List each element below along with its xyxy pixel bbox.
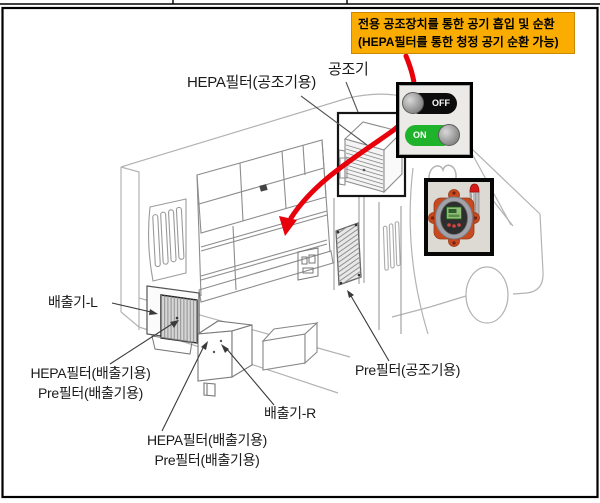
callout-line2: (HEPA필터를 통한 청정 공기 순환 가능) bbox=[358, 35, 559, 49]
on-toggle-label: ON bbox=[413, 130, 427, 140]
label-exhaust-left-filters-line1: HEPA필터(배출기용) bbox=[30, 365, 151, 381]
vent-slats bbox=[152, 206, 185, 268]
label-exhaust-left-filters-line2: Pre필터(배출기용) bbox=[37, 385, 144, 401]
label-exhaust-right: 배출기-R bbox=[264, 405, 316, 421]
storage-box bbox=[261, 321, 319, 371]
wheel bbox=[465, 266, 509, 324]
off-toggle-knob bbox=[402, 92, 424, 114]
cab-partition bbox=[148, 198, 187, 282]
exhaust-r-unit bbox=[197, 320, 253, 397]
off-toggle: OFF bbox=[402, 92, 457, 114]
wall-control-panel bbox=[297, 247, 319, 281]
on-toggle-knob bbox=[438, 124, 460, 146]
grab-handle bbox=[428, 164, 457, 181]
label-exhaust-left-filters: HEPA필터(배출기용) Pre필터(배출기용) bbox=[8, 363, 173, 403]
pre-filter-panel bbox=[335, 222, 362, 286]
label-exhaust-right-filters: HEPA필터(배출기용) Pre필터(배출기용) bbox=[128, 430, 286, 470]
label-exhaust-right-filters-line1: HEPA필터(배출기용) bbox=[146, 432, 268, 448]
leader-lines bbox=[109, 81, 390, 432]
on-toggle: ON bbox=[405, 124, 460, 146]
cell-border bbox=[1, 6, 599, 499]
table-frame bbox=[0, 0, 600, 5]
detector-buttons bbox=[447, 223, 461, 228]
off-toggle-label: OFF bbox=[432, 98, 450, 108]
label-exhaust-left: 배출기-L bbox=[48, 294, 98, 310]
shelf-unit bbox=[196, 139, 334, 303]
detector-body bbox=[428, 189, 480, 247]
shelf-logo-mark bbox=[259, 184, 268, 192]
air-intake-callout: 전용 공조장치를 통한 공기 흡입 및 순환 (HEPA필터를 통한 청정 공기… bbox=[351, 12, 575, 54]
label-exhaust-right-filters-line2: Pre필터(배출기용) bbox=[154, 452, 260, 468]
exhaust-l-unit bbox=[146, 285, 200, 355]
right-wall bbox=[333, 196, 402, 334]
label-hepa-filter-ac: HEPA필터(공조기용) bbox=[187, 74, 316, 91]
label-pre-filter-ac: Pre필터(공조기용) bbox=[355, 362, 461, 378]
gas-detector-graphic bbox=[428, 183, 480, 247]
gas-detector-photo bbox=[424, 178, 494, 256]
callout-line1: 전용 공조장치를 통한 공기 흡입 및 순환 bbox=[358, 17, 555, 31]
power-switch-photo: OFF ON bbox=[396, 82, 473, 158]
label-ac-unit: 공조기 bbox=[328, 61, 369, 78]
